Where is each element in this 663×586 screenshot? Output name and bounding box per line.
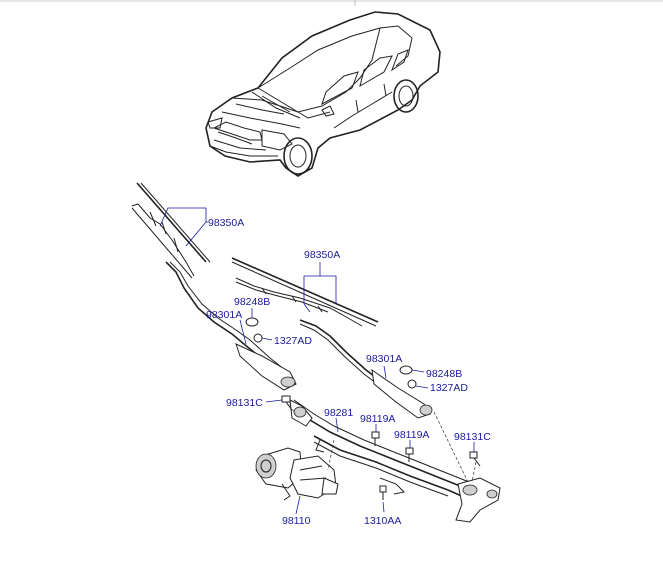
label-1327AD-right[interactable]: 1327AD xyxy=(430,382,468,394)
cap-98248B-left xyxy=(245,317,259,327)
label-98350A-left[interactable]: 98350A xyxy=(208,217,244,229)
nut-1327AD-left xyxy=(253,333,263,343)
label-98248B-left[interactable]: 98248B xyxy=(234,296,270,308)
label-98281[interactable]: 98281 xyxy=(324,407,353,419)
cap-98248B-right xyxy=(399,365,413,375)
label-98301A-right[interactable]: 98301A xyxy=(366,353,402,365)
bolt-98119A-1 xyxy=(371,431,380,446)
label-98119A-1[interactable]: 98119A xyxy=(360,413,395,425)
left-wiper-arm xyxy=(165,261,297,391)
left-wiper-blade xyxy=(131,182,211,279)
right-wiper-blade xyxy=(231,257,379,327)
label-98301A-left[interactable]: 98301A xyxy=(206,309,242,321)
right-wiper-arm xyxy=(299,319,433,419)
label-98119A-2[interactable]: 98119A xyxy=(394,429,429,441)
label-98248B-right[interactable]: 98248B xyxy=(426,368,462,380)
bolt-98119A-2 xyxy=(405,447,414,462)
wiper-motor xyxy=(255,447,339,501)
label-98131C-right[interactable]: 98131C xyxy=(454,431,491,443)
bolt-98131C-right xyxy=(469,451,481,467)
car-illustration xyxy=(205,11,441,177)
label-1310AA[interactable]: 1310AA xyxy=(364,515,401,527)
label-98131C-left[interactable]: 98131C xyxy=(226,397,263,409)
nut-1327AD-right xyxy=(407,379,417,389)
label-1327AD-left[interactable]: 1327AD xyxy=(274,335,312,347)
wiper-linkage xyxy=(289,399,501,523)
label-98110[interactable]: 98110 xyxy=(282,515,311,527)
label-98350A-right[interactable]: 98350A xyxy=(304,249,340,261)
bolt-1310AA xyxy=(379,485,387,500)
